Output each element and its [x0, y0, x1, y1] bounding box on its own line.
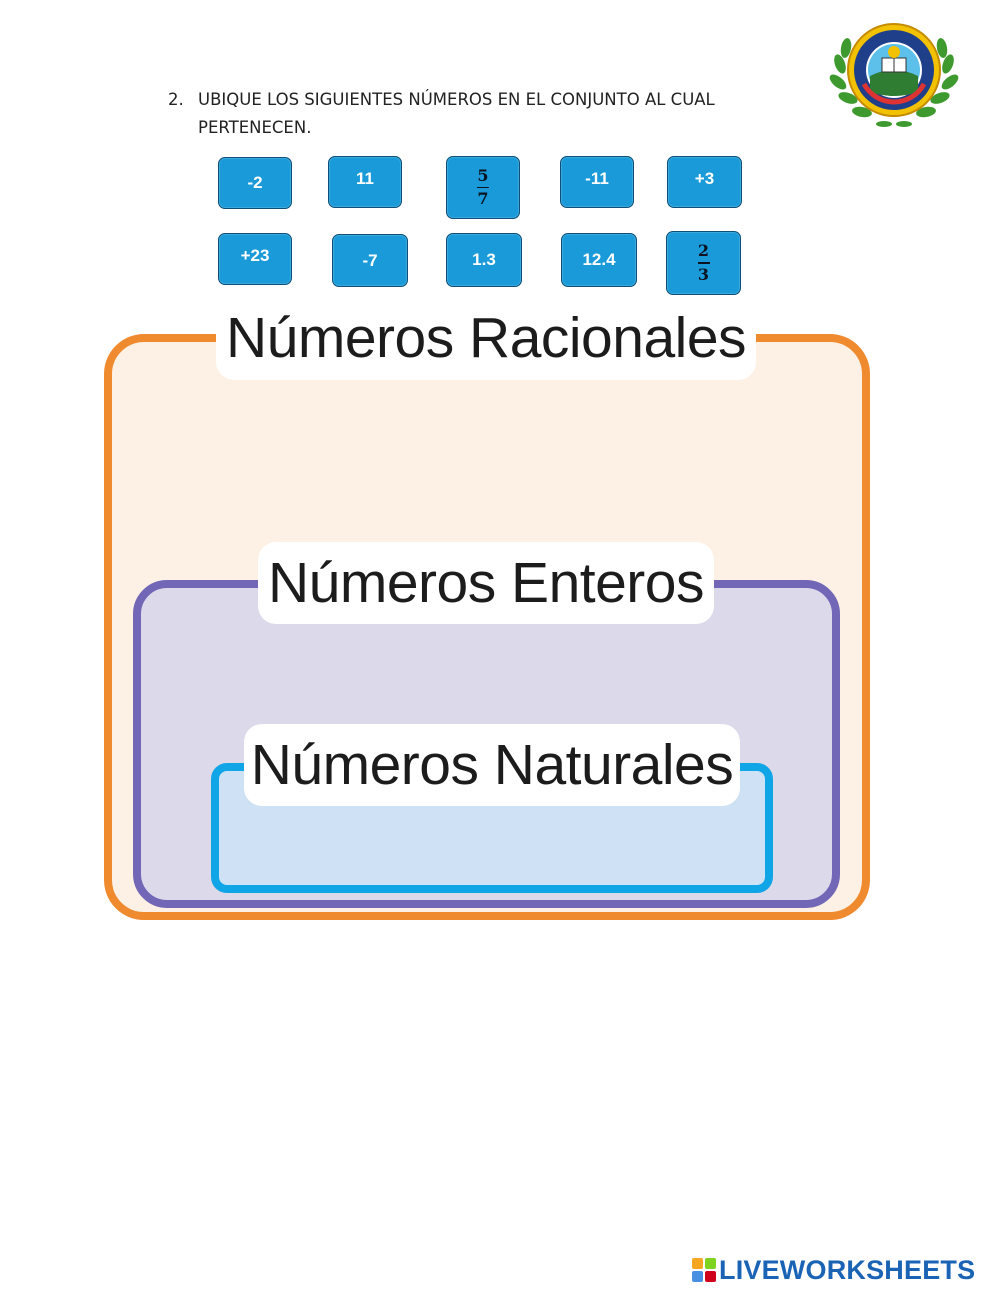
- number-tile[interactable]: -7: [332, 234, 408, 287]
- fraction-numerator: 5: [477, 165, 489, 185]
- tile-label: +23: [240, 246, 270, 265]
- set-title-racionales: Números Racionales: [216, 296, 756, 380]
- fraction: 2 3: [697, 241, 710, 284]
- school-seal-icon: [826, 14, 962, 130]
- fraction-tile[interactable]: 5 7: [446, 156, 520, 219]
- liveworksheets-mark-icon: [692, 1258, 716, 1282]
- instruction-number: 2.: [168, 90, 184, 109]
- instruction-text: UBIQUE LOS SIGUIENTES NÚMEROS EN EL CONJ…: [198, 90, 715, 137]
- number-tile[interactable]: +23: [218, 233, 292, 285]
- tile-label: 1.3: [472, 250, 496, 269]
- number-tile[interactable]: -2: [218, 157, 292, 209]
- number-tile[interactable]: 11: [328, 156, 402, 208]
- fraction-tile[interactable]: 2 3: [666, 231, 741, 295]
- tile-label: -11: [585, 169, 609, 188]
- number-tile[interactable]: 1.3: [446, 233, 522, 287]
- fraction-denominator: 3: [697, 264, 710, 284]
- set-title-enteros: Números Enteros: [258, 542, 714, 624]
- fraction-denominator: 7: [477, 189, 489, 209]
- fraction-numerator: 2: [697, 241, 710, 261]
- set-title-naturales: Números Naturales: [244, 724, 740, 806]
- tile-label: 11: [356, 169, 374, 188]
- number-tile[interactable]: +3: [667, 156, 742, 208]
- number-tile[interactable]: 12.4: [561, 233, 637, 287]
- tile-label: 12.4: [582, 250, 616, 269]
- tile-label: -2: [247, 173, 263, 192]
- brand-text: LIVEWORKSHEETS: [719, 1254, 976, 1285]
- fraction-bar: [697, 262, 710, 264]
- fraction: 5 7: [477, 165, 489, 209]
- tile-label: -7: [362, 250, 378, 270]
- liveworksheets-logo: LIVEWORKSHEETS: [692, 1254, 975, 1286]
- fraction-bar: [477, 186, 489, 189]
- tile-label: +3: [694, 169, 715, 188]
- number-tile[interactable]: -11: [560, 156, 634, 208]
